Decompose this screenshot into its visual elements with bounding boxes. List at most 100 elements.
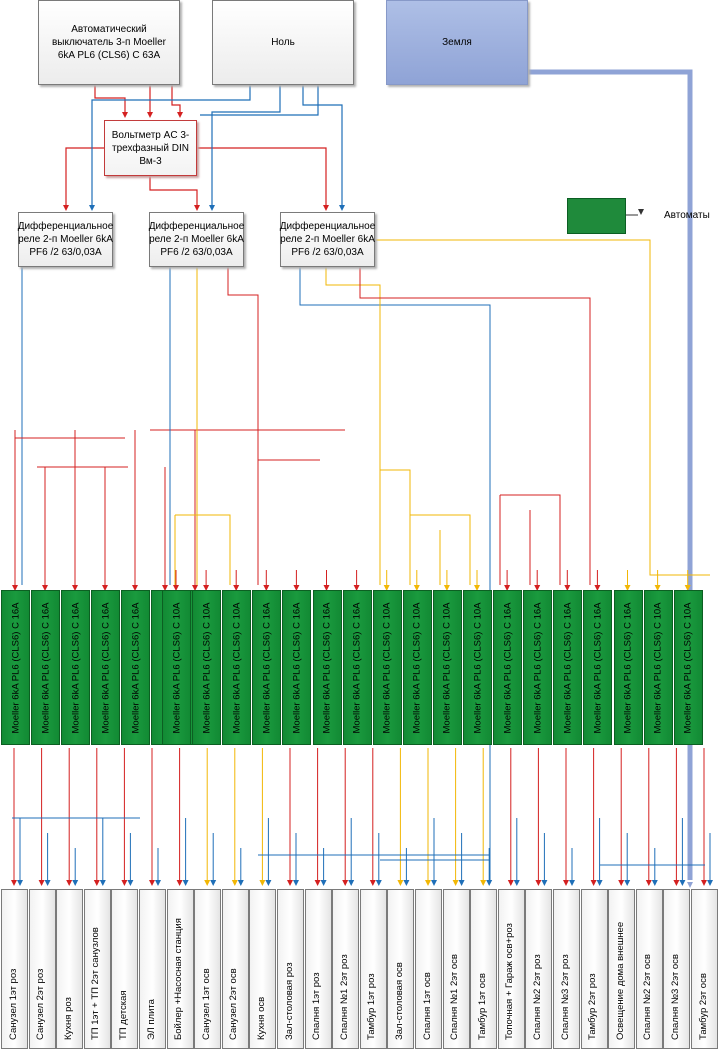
breaker-4: Moeller 6kA PL6 (CLS6) C 16A bbox=[91, 590, 120, 745]
load-label: Спалня №1 2эт осв bbox=[449, 954, 461, 1040]
breaker-20: Moeller 6kA PL6 (CLS6) C 16A bbox=[523, 590, 553, 745]
arrow-head bbox=[323, 585, 330, 591]
breaker-14: Moeller 6kA PL6 (CLS6) C 16A bbox=[342, 590, 372, 745]
rcd-label: Дифференциальное реле 2-п Moeller 6kA PF… bbox=[17, 221, 114, 258]
load-11: Зал-столовая роз bbox=[277, 889, 304, 1049]
arrow-head bbox=[42, 585, 48, 591]
ground-label: Земля bbox=[442, 37, 472, 48]
arrow-head bbox=[173, 585, 179, 591]
load-26: Тамбур 2эт осв bbox=[691, 889, 718, 1049]
arrow-head bbox=[638, 209, 644, 215]
breaker-3: Moeller 6kA PL6 (CLS6) C 16A bbox=[61, 590, 90, 745]
arrow-head bbox=[209, 205, 215, 211]
load-label: Спалня №2 2эт осв bbox=[642, 954, 654, 1040]
arrow-head bbox=[651, 880, 658, 886]
arrow-head bbox=[263, 585, 270, 591]
breaker-label: Moeller 6kA PL6 (CLS6) C 10A bbox=[472, 602, 483, 733]
phase-wire bbox=[65, 147, 110, 205]
arrow-head bbox=[63, 205, 69, 211]
arrow-head bbox=[182, 880, 189, 886]
arrow-head bbox=[535, 880, 542, 886]
phase-wire bbox=[410, 514, 471, 585]
arrow-head bbox=[66, 880, 73, 886]
rcd-box-2: Дифференциальное реле 2-п Moeller 6kA PF… bbox=[149, 212, 244, 267]
load-24: Спалня №2 2эт осв bbox=[635, 889, 663, 1049]
arrow-head bbox=[121, 880, 128, 886]
breaker-label: Moeller 6kA PL6 (CLS6) C 10A bbox=[411, 602, 423, 733]
load-7: Бойлер +Насосная станция bbox=[166, 889, 194, 1049]
arrow-head bbox=[237, 880, 244, 886]
load-label: ТП детская bbox=[117, 990, 129, 1040]
arrow-head bbox=[194, 205, 200, 211]
breaker-16: Moeller 6kA PL6 (CLS6) C 10A bbox=[402, 590, 432, 745]
phase-wire bbox=[175, 514, 231, 585]
breaker-18: Moeller 6kA PL6 (CLS6) C 10A bbox=[463, 590, 492, 745]
phase-wire bbox=[325, 267, 381, 585]
load-14: Тамбур 1эт роз bbox=[359, 889, 387, 1049]
load-label: Кухня роз bbox=[62, 997, 74, 1040]
load-label: Кухня осв bbox=[255, 996, 267, 1040]
arrow-head bbox=[594, 585, 601, 591]
arrow-head bbox=[654, 585, 661, 591]
load-23: Освещение дома внешнее bbox=[608, 889, 636, 1049]
arrow-head bbox=[348, 880, 355, 886]
breaker-9: Moeller 6kA PL6 (CLS6) C 10A bbox=[192, 590, 222, 745]
load-label: ЭЛ плита bbox=[145, 999, 157, 1040]
arrow-head bbox=[369, 880, 376, 886]
arrow-head bbox=[203, 585, 210, 591]
load-label: Санузел 1эт роз bbox=[7, 968, 19, 1040]
arrow-head bbox=[210, 880, 217, 886]
arrow-head bbox=[132, 585, 138, 591]
load-8: Санузел 1эт осв bbox=[194, 889, 222, 1049]
load-label: Зал-столовая роз bbox=[283, 962, 295, 1040]
arrow-head bbox=[624, 585, 631, 591]
arrow-head bbox=[17, 880, 23, 886]
arrow-head bbox=[155, 880, 161, 886]
breaker-8: Moeller 6kA PL6 (CLS6) C 10A bbox=[162, 590, 191, 745]
arrow-head bbox=[486, 880, 493, 886]
arrow-head bbox=[339, 205, 345, 211]
arrow-head bbox=[534, 585, 541, 591]
arrow-head bbox=[679, 880, 686, 886]
arrow-head bbox=[474, 585, 480, 591]
breaker-label: Moeller 6kA PL6 (CLS6) C 16A bbox=[291, 602, 303, 733]
breaker-label: Moeller 6kA PL6 (CLS6) C 16A bbox=[40, 602, 51, 733]
load-label: Топочная + Гараж осв+роз bbox=[504, 923, 516, 1040]
neutral-wire bbox=[299, 267, 491, 880]
phase-wire bbox=[500, 494, 561, 585]
arrow-head bbox=[480, 880, 487, 886]
breaker-label: Moeller 6kA PL6 (CLS6) C 10A bbox=[201, 602, 213, 733]
load-label: Тамбур 2эт осв bbox=[697, 973, 709, 1040]
load-label: Спалня 1эт осв bbox=[421, 972, 433, 1040]
arrow-head bbox=[72, 585, 78, 591]
main-breaker-label: Автоматический выключатель 3-п Moeller 6… bbox=[51, 24, 167, 61]
arrow-head bbox=[38, 880, 45, 886]
arrow-head bbox=[513, 880, 520, 886]
load-label: Освещение дома внешнее bbox=[614, 921, 626, 1040]
load-4: ТП 1эт + ТП 2эт санузлов bbox=[83, 889, 111, 1049]
phase-wire bbox=[197, 147, 327, 205]
legend-swatch bbox=[567, 198, 626, 234]
arrow-head bbox=[293, 880, 299, 886]
arrow-head bbox=[645, 880, 652, 886]
arrow-head bbox=[102, 585, 108, 591]
arrow-head bbox=[403, 880, 410, 886]
load-label: ТП 1эт + ТП 2эт санузлов bbox=[90, 927, 102, 1040]
breaker-label: Moeller 6kA PL6 (CLS6) C 16A bbox=[502, 602, 514, 733]
load-2: Санузел 2эт роз bbox=[28, 889, 56, 1049]
load-13: Спалня №1 2эт роз bbox=[332, 889, 360, 1049]
load-1: Санузел 1эт роз bbox=[1, 889, 28, 1049]
arrow-head bbox=[314, 880, 321, 886]
arrow-head bbox=[320, 880, 327, 886]
load-12: Спалня 1эт роз bbox=[304, 889, 332, 1049]
phase-wire bbox=[94, 85, 126, 112]
arrow-head bbox=[504, 585, 511, 591]
neutral-wire bbox=[200, 85, 319, 116]
breaker-2: Moeller 6kA PL6 (CLS6) C 16A bbox=[31, 590, 60, 745]
neutral-wire bbox=[91, 85, 251, 205]
load-15: Зал-столовая осв bbox=[387, 889, 415, 1049]
phase-wire bbox=[171, 85, 181, 112]
phase-wire bbox=[375, 239, 710, 576]
arrow-head bbox=[323, 205, 329, 211]
arrow-head bbox=[11, 880, 17, 886]
